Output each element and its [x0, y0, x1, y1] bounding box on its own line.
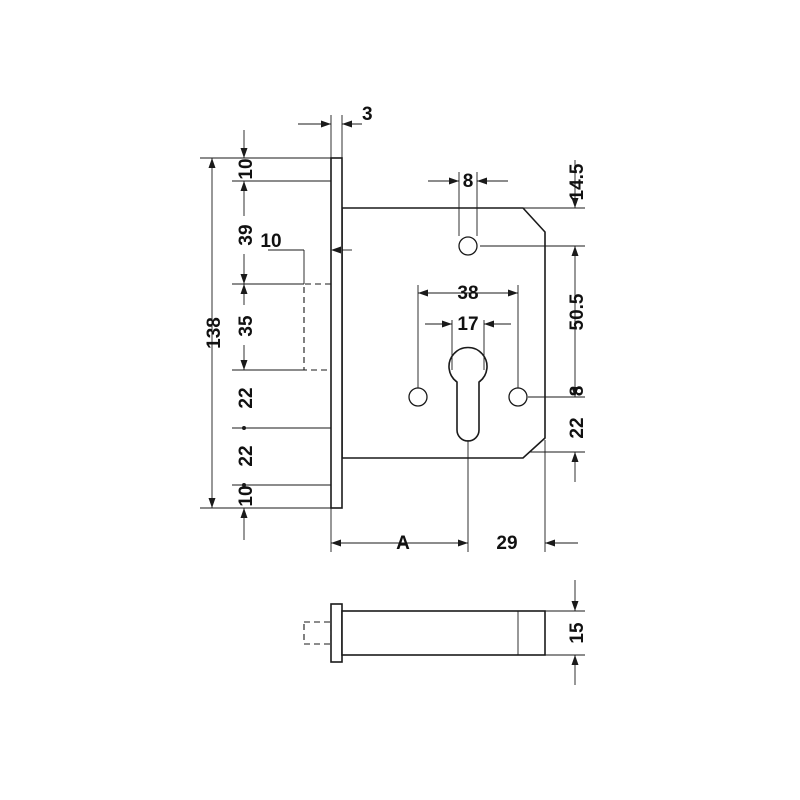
euro-cylinder-cutout — [448, 346, 488, 442]
side-view-body — [341, 610, 546, 656]
dim-lower-offset: 22 — [567, 417, 588, 438]
dim-bolt-projection: 10 — [260, 231, 281, 252]
dim-total-height: 138 — [204, 317, 225, 349]
dim-body-depth: 29 — [496, 533, 517, 554]
side-view-bolt — [303, 621, 332, 645]
side-view-forend — [330, 603, 343, 663]
dim-spindle-hole: 8 — [463, 171, 474, 192]
dim-bolt-pitch: 39 — [236, 224, 257, 245]
side-view — [303, 603, 546, 663]
dim-cylinder-width: 17 — [457, 314, 478, 335]
dimension-labels: 3 10 39 10 35 22 22 10 138 8 14.5 38 17 … — [204, 104, 588, 644]
dim-bottom-margin: 10 — [236, 485, 257, 506]
dim-screw-spacing: 38 — [457, 283, 478, 304]
dimension-lines — [208, 120, 585, 685]
dim-body-thickness: 15 — [567, 622, 588, 644]
dim-top-offset: 14.5 — [567, 163, 588, 200]
extension-lines — [200, 115, 585, 552]
bolt-outline — [303, 283, 331, 371]
front-view — [303, 157, 546, 509]
dim-lower-spacing: 22 — [236, 445, 257, 466]
spindle-hole — [458, 236, 478, 256]
dim-top-margin: 10 — [236, 158, 257, 179]
dim-faceplate-thickness: 3 — [362, 104, 373, 125]
dim-backset: A — [396, 533, 410, 554]
forend-plate — [330, 157, 343, 509]
dim-screw-hole: 8 — [567, 386, 588, 397]
dim-centre-distance: 50.5 — [567, 293, 588, 330]
dim-mid-spacing: 22 — [236, 387, 257, 408]
dim-bolt-height: 35 — [236, 315, 257, 337]
lock-case-body — [341, 207, 546, 459]
